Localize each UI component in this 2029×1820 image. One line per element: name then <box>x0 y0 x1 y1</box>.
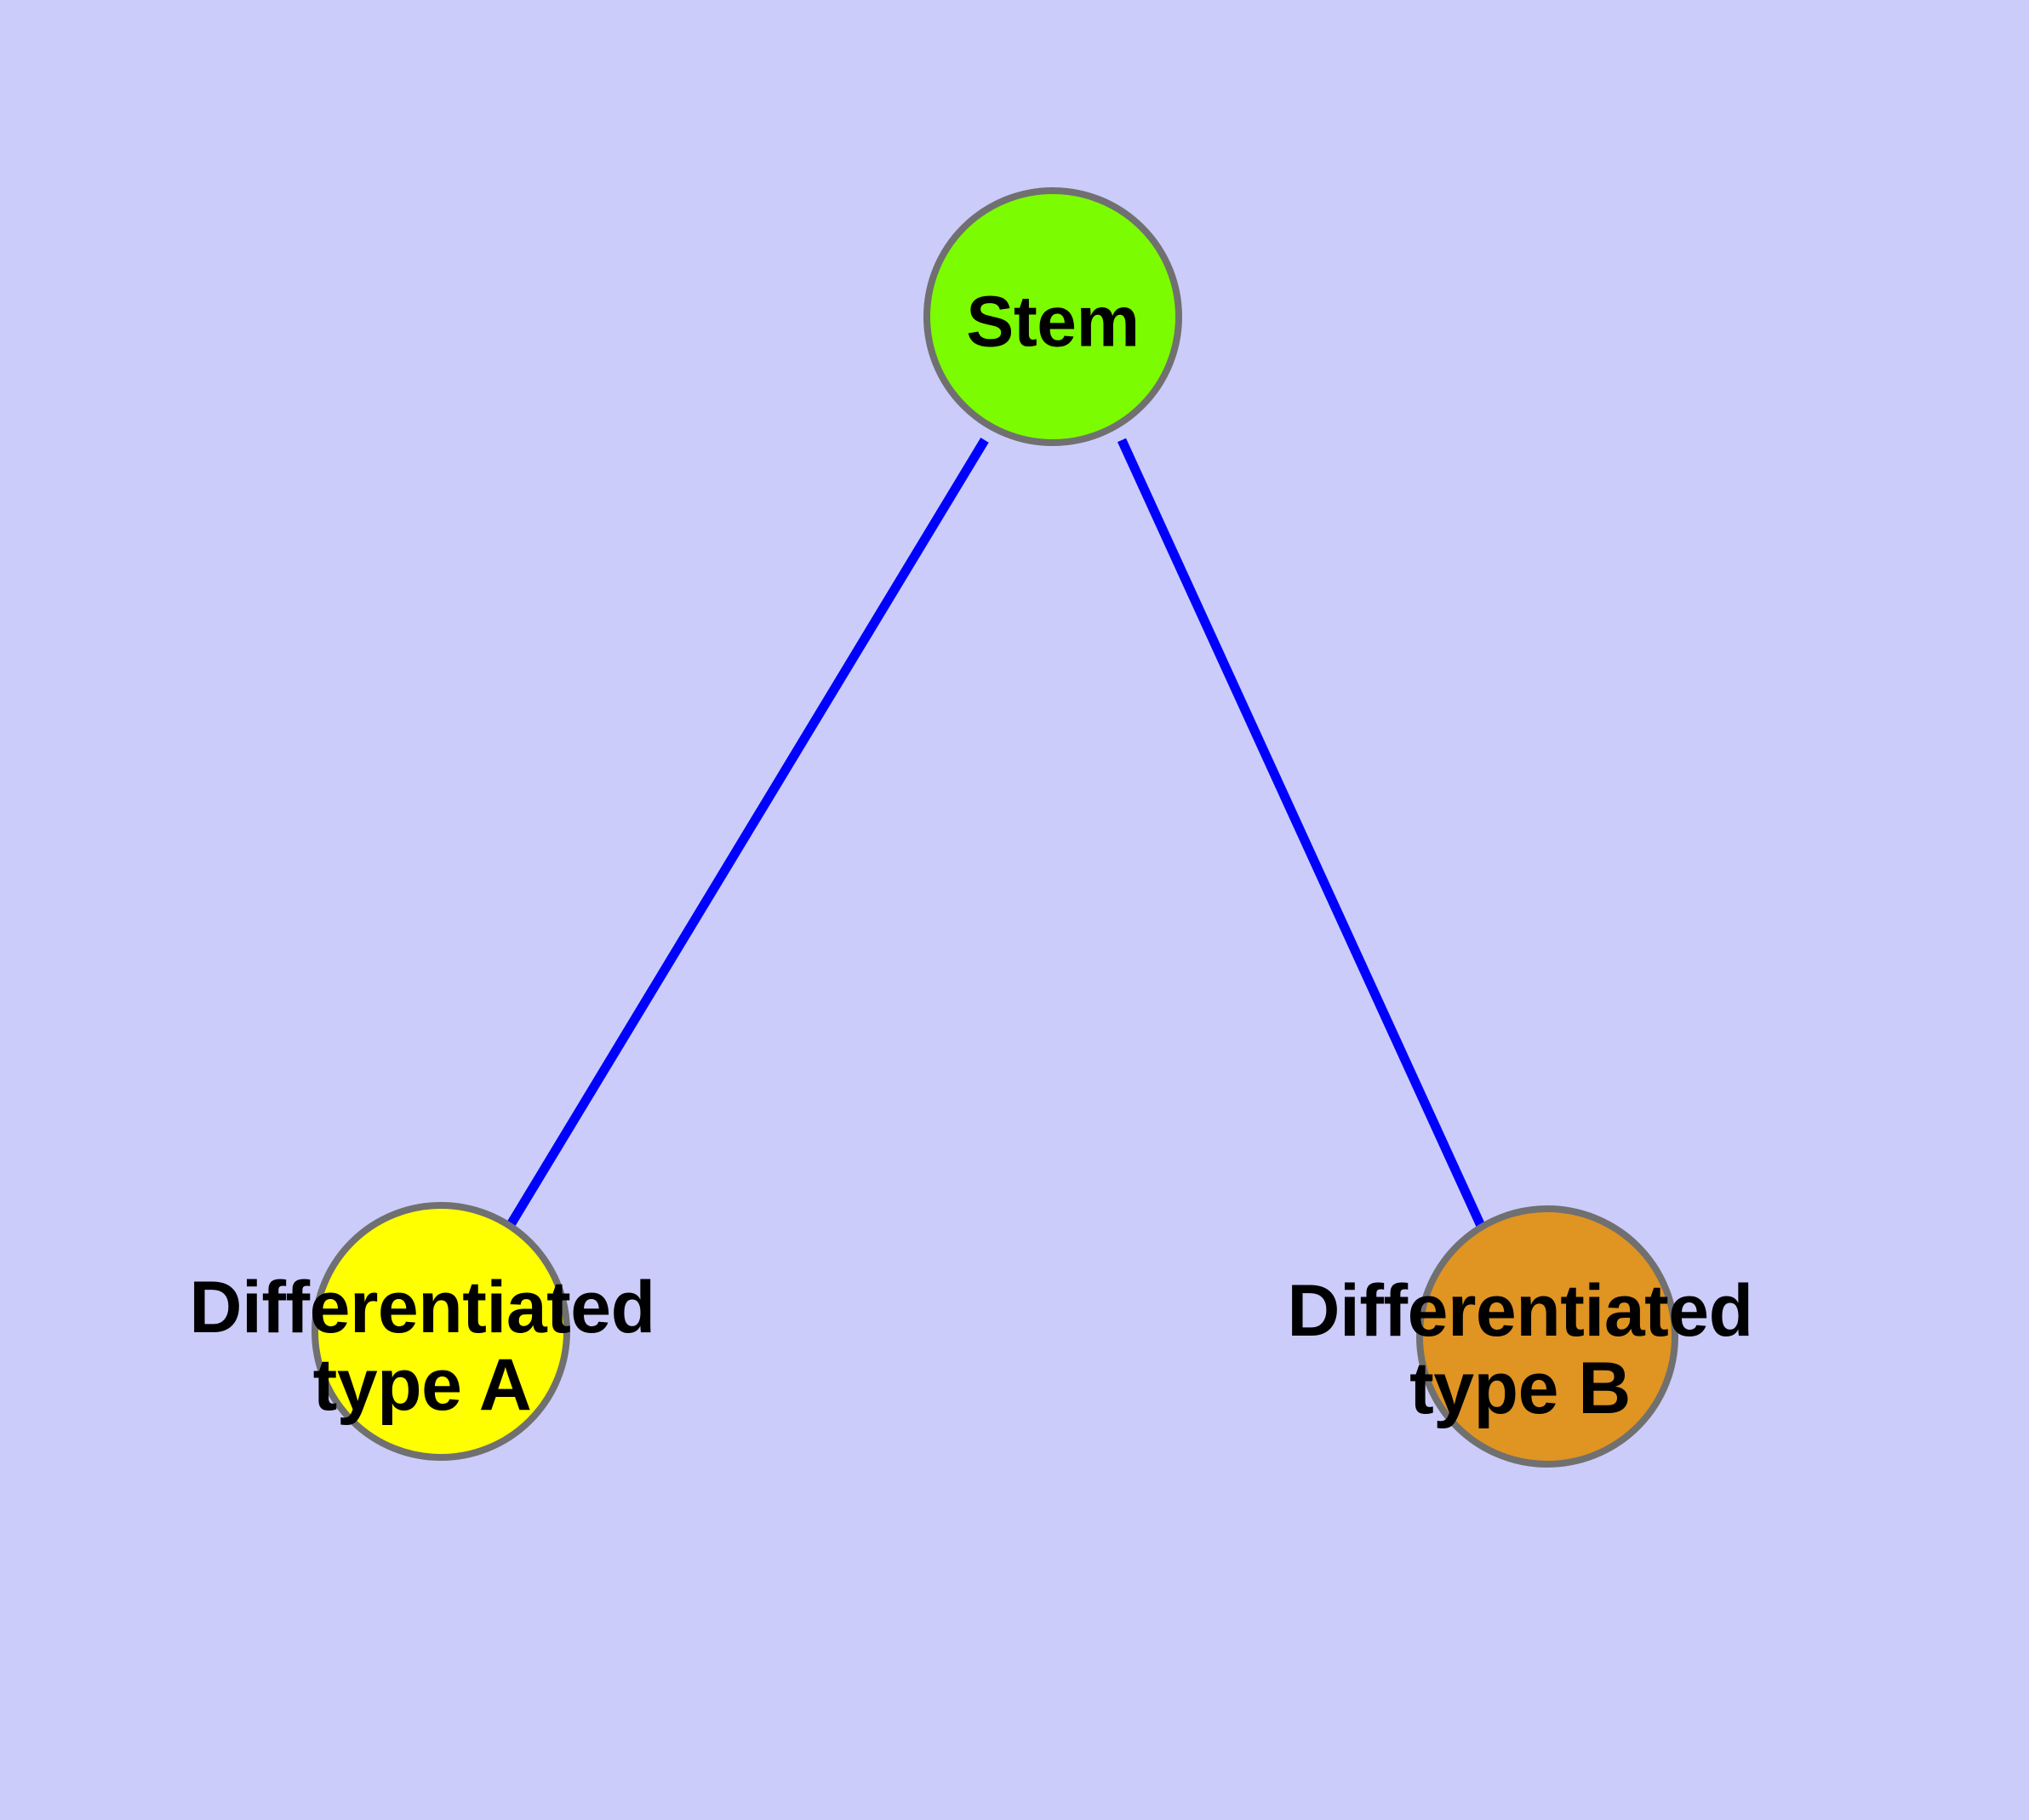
edge-stem-to-diff-a <box>507 438 989 1226</box>
node-layer <box>311 187 1678 1468</box>
edge-stem-to-diff-b <box>1117 438 1486 1228</box>
edge-layer <box>507 438 1486 1228</box>
node-stem[interactable] <box>923 187 1182 446</box>
node-differentiated-type-a[interactable] <box>311 1202 570 1461</box>
node-differentiated-type-b[interactable] <box>1416 1205 1678 1468</box>
